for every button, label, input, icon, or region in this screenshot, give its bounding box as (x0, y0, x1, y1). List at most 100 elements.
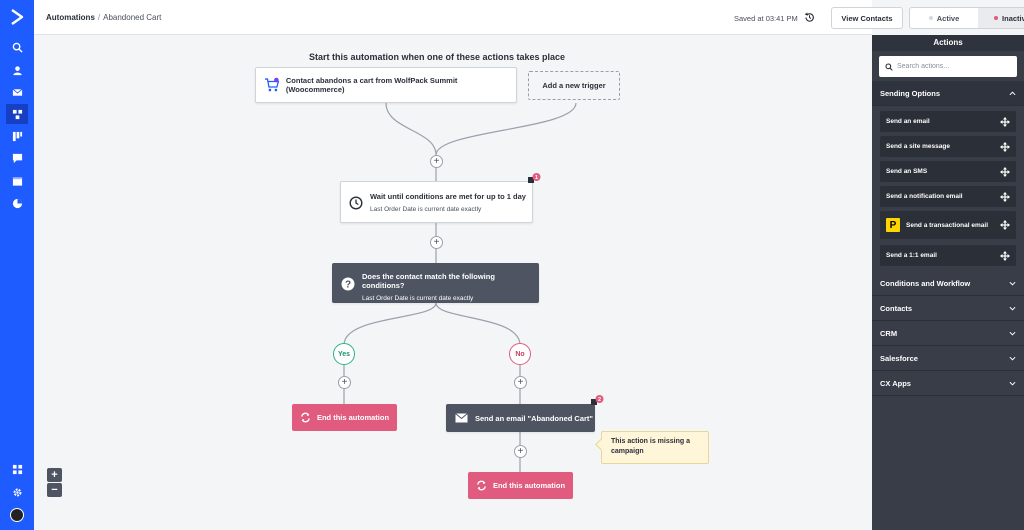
section-label: Contacts (880, 303, 913, 313)
settings-icon[interactable] (6, 482, 28, 502)
action-send-site-message[interactable]: Send a site message (880, 136, 1016, 157)
move-icon (1000, 141, 1010, 152)
missing-campaign-tooltip: This action is missing a campaign (601, 431, 709, 464)
active-dot (928, 16, 933, 20)
breadcrumb-current: Abandoned Cart (103, 13, 162, 22)
condition-title: Does the contact match the following con… (362, 272, 495, 290)
section-salesforce[interactable]: Salesforce (872, 346, 1024, 371)
action-send-sms[interactable]: Send an SMS (880, 161, 1016, 182)
end-automation-yes[interactable]: End this automation (292, 404, 397, 431)
apps-icon[interactable] (6, 459, 28, 479)
chevron-down-icon (1009, 281, 1016, 286)
action-label: Send a 1:1 email (886, 252, 937, 259)
action-send-transactional-email[interactable]: P Send a transactional email (880, 211, 1016, 239)
contacts-icon[interactable] (6, 60, 28, 80)
reports-icon[interactable] (6, 193, 28, 213)
search-icon[interactable] (6, 37, 28, 57)
add-step-plus[interactable]: + (430, 155, 443, 168)
zoom-out-button[interactable]: − (47, 483, 62, 497)
end-automation-label: End this automation (492, 481, 566, 490)
section-sending-options[interactable]: Sending Options (872, 81, 1024, 106)
condition-step-card[interactable]: ? Does the contact match the following c… (332, 263, 539, 303)
section-cx-apps[interactable]: CX Apps (872, 371, 1024, 396)
send-email-label: Send an email "Abandoned Cart" (475, 413, 593, 423)
move-icon (1000, 220, 1010, 230)
status-inactive-label: Inactive (1002, 13, 1024, 23)
wait-step-card[interactable]: Wait until conditions are met for up to … (340, 181, 533, 223)
view-contacts-button[interactable]: View Contacts (831, 7, 903, 29)
email-badge-count: 2 (598, 397, 601, 403)
action-label-wrap: P Send a transactional email (886, 218, 988, 232)
section-label: CRM (880, 328, 898, 338)
status-active-option[interactable]: Active (910, 8, 978, 28)
status-active-label: Active (936, 13, 960, 23)
search-actions-input[interactable] (897, 63, 1007, 70)
email-icon (455, 413, 468, 423)
section-contacts[interactable]: Contacts (872, 296, 1024, 321)
action-label: Send an SMS (886, 168, 928, 175)
end-automation-no[interactable]: End this automation (468, 472, 573, 499)
activecampaign-logo-icon[interactable] (10, 8, 24, 26)
add-step-plus[interactable]: + (514, 445, 527, 458)
inactive-dot (994, 16, 999, 20)
wait-badge-count: 1 (535, 175, 538, 181)
notification-badge[interactable]: 1 (528, 173, 541, 185)
campaigns-icon[interactable] (6, 82, 28, 102)
wait-step-title: Wait until conditions are met for up to … (370, 192, 526, 201)
actions-panel-title: Actions (872, 35, 1024, 51)
question-icon: ? (341, 277, 355, 291)
add-trigger-button[interactable]: Add a new trigger (528, 71, 620, 100)
move-icon (1000, 116, 1010, 127)
search-actions-field[interactable] (879, 56, 1017, 77)
automations-icon[interactable] (6, 104, 28, 124)
top-header: Automations/Abandoned Cart Saved at 03:4… (34, 0, 1024, 35)
move-icon (1000, 191, 1010, 202)
breadcrumb-automations-link[interactable]: Automations (46, 13, 95, 22)
section-crm[interactable]: CRM (872, 321, 1024, 346)
section-label: CX Apps (880, 378, 911, 388)
conversations-icon[interactable] (6, 148, 28, 168)
chevron-down-icon (1009, 306, 1016, 311)
svg-text:?: ? (345, 279, 351, 290)
chevron-up-icon (1009, 90, 1016, 95)
action-send-notification-email[interactable]: Send a notification email (880, 186, 1016, 207)
website-icon[interactable] (6, 171, 28, 191)
end-loop-icon (301, 412, 310, 423)
add-step-plus[interactable]: + (338, 376, 351, 389)
add-step-plus[interactable]: + (514, 376, 527, 389)
saved-status: Saved at 03:41 PM (734, 14, 798, 23)
action-label: Send a site message (886, 143, 950, 150)
status-inactive-option[interactable]: Inactive (978, 8, 1024, 28)
section-conditions-workflow[interactable]: Conditions and Workflow (872, 271, 1024, 296)
move-icon (1000, 166, 1010, 177)
breadcrumb: Automations/Abandoned Cart (46, 13, 161, 22)
end-automation-label: End this automation (316, 413, 390, 422)
section-label: Salesforce (880, 353, 918, 363)
action-label: Send a transactional email (906, 221, 989, 229)
action-send-1to1-email[interactable]: Send a 1:1 email (880, 245, 1016, 266)
chevron-down-icon (1009, 356, 1016, 361)
postmark-icon: P (886, 218, 900, 232)
left-nav (0, 0, 34, 530)
action-send-email[interactable]: Send an email (880, 111, 1016, 132)
move-icon (1000, 250, 1010, 261)
condition-subtitle: Last Order Date is current date exactly (362, 295, 474, 302)
add-step-plus[interactable]: + (430, 236, 443, 249)
canvas-title: Start this automation when one of these … (308, 52, 566, 62)
section-label: Conditions and Workflow (880, 278, 971, 288)
status-toggle: Active Inactive (909, 7, 1024, 29)
trigger-card[interactable]: Contact abandons a cart from WolfPack Su… (255, 67, 517, 103)
no-branch-badge: No (509, 343, 531, 365)
notification-badge[interactable]: 2 (591, 395, 604, 407)
clock-icon (349, 196, 363, 210)
deals-icon[interactable] (6, 126, 28, 146)
chevron-down-icon (1009, 381, 1016, 386)
workflow-canvas[interactable]: Start this automation when one of these … (34, 35, 872, 530)
search-icon (885, 62, 893, 71)
avatar[interactable] (10, 508, 24, 522)
send-email-step-card[interactable]: Send an email "Abandoned Cart" (446, 404, 595, 432)
action-label: Send a notification email (886, 193, 963, 200)
history-icon[interactable] (804, 12, 815, 23)
zoom-in-button[interactable]: + (47, 468, 62, 482)
chevron-down-icon (1009, 331, 1016, 336)
